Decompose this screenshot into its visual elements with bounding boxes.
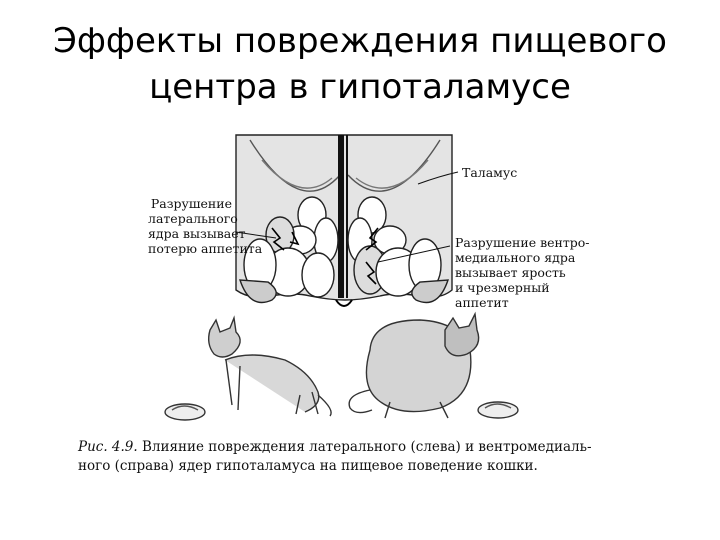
lateral-label-line-4: потерю аппетита <box>148 241 263 256</box>
pointer-lines <box>235 171 459 263</box>
lateral-nucleus-label: Разрушение латерального ядра вызывает по… <box>148 196 263 256</box>
ventromedial-label-line-2: медиального ядра <box>455 250 576 265</box>
ventromedial-label-line-4: и чрезмерный <box>455 280 550 295</box>
caption-ref: Рис. 4.9. <box>78 439 138 455</box>
ventromedial-label-line-1: Разрушение вентро- <box>455 235 590 250</box>
ventromedial-nucleus-label: Разрушение вентро- медиального ядра вызы… <box>455 235 590 310</box>
thalamus-label: Таламус <box>462 165 518 180</box>
lateral-label-line-2: латерального <box>148 211 238 226</box>
left-cat-illustration <box>164 315 332 421</box>
figure-caption: Рис. 4.9. Влияние повреждения латерально… <box>78 438 644 476</box>
slide-title-line-1: Эффекты повреждения пищевого <box>53 21 667 61</box>
brain-section <box>235 134 453 307</box>
caption-line-1: Влияние повреждения латерального (слева)… <box>141 439 592 455</box>
ventromedial-label-line-5: аппетит <box>455 295 509 310</box>
slide-title: Эффекты повреждения пищевого центра в ги… <box>0 18 720 110</box>
lateral-label-line-3: ядра вызывает <box>148 226 246 241</box>
lateral-label-line-1: Разрушение <box>150 196 232 211</box>
slide-title-line-2: центра в гипоталамусе <box>149 67 571 107</box>
caption-line-2: ного (справа) ядер гипоталамуса на пищев… <box>78 458 538 474</box>
ventromedial-label-line-3: вызывает ярость <box>455 265 566 280</box>
right-cat-illustration <box>348 311 519 419</box>
